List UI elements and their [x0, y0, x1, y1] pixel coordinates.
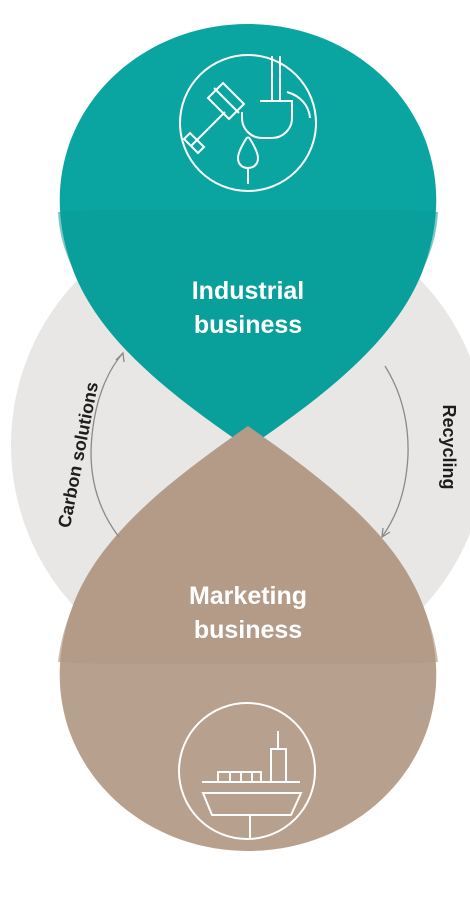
top-overlap-shade [58, 209, 438, 448]
ship-icon [178, 702, 316, 840]
bottom-overlap-shade [58, 426, 438, 665]
right-arrow-head [381, 527, 391, 539]
left-cycle-arrow [90, 352, 124, 538]
bottom-label-line2: business [194, 616, 302, 644]
industrial-tools-icon [179, 54, 317, 192]
left-arrow-head [115, 351, 125, 363]
top-label-line2: business [194, 311, 302, 339]
bottom-label-line1: Marketing [189, 582, 307, 610]
right-cycle-arrow [381, 365, 409, 538]
top-label-line1: Industrial [192, 277, 305, 305]
recycling-label: Recycling [439, 404, 459, 489]
